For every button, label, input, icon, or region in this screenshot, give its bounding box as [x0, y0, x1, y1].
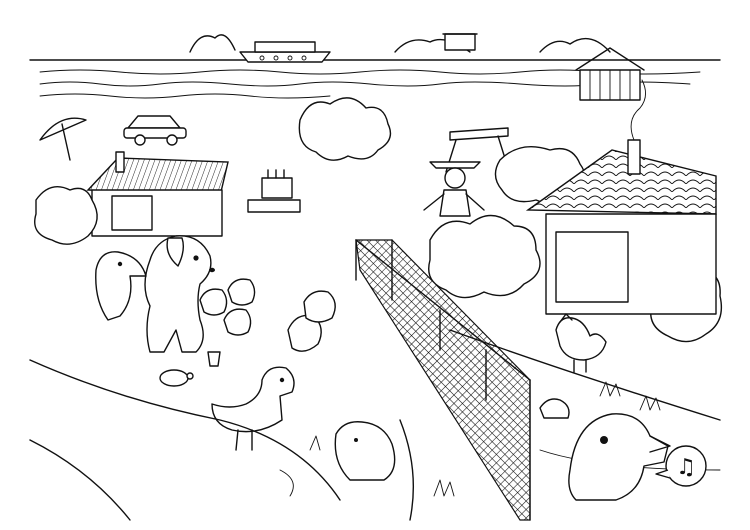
mole-icon: [539, 398, 570, 419]
house-icon: [525, 79, 717, 315]
music-note-icon: ♫: [676, 455, 696, 480]
scarecrow: [423, 161, 485, 217]
duck-icon: [287, 290, 336, 352]
duck-icon: [211, 366, 295, 451]
rooster-icon: [555, 313, 607, 373]
grass-tufts: [309, 381, 661, 497]
chicks: [199, 278, 256, 336]
mole-icon: [334, 421, 396, 481]
garden-table: [247, 169, 301, 213]
umbrella: [39, 117, 87, 161]
ruins: [575, 47, 645, 101]
duck-icon: [568, 413, 671, 501]
road-edge: [449, 329, 721, 421]
cup-icon: [207, 351, 221, 367]
car-icon: [123, 115, 187, 146]
house-icon: [86, 151, 229, 237]
fence-icon: [355, 239, 531, 521]
boat-icon: [239, 41, 331, 63]
dog-icon: [144, 235, 215, 353]
island-building: [442, 33, 478, 51]
dog-icon: [95, 251, 147, 321]
turtle: [159, 369, 194, 387]
speech-bubble: ♫: [655, 445, 707, 487]
